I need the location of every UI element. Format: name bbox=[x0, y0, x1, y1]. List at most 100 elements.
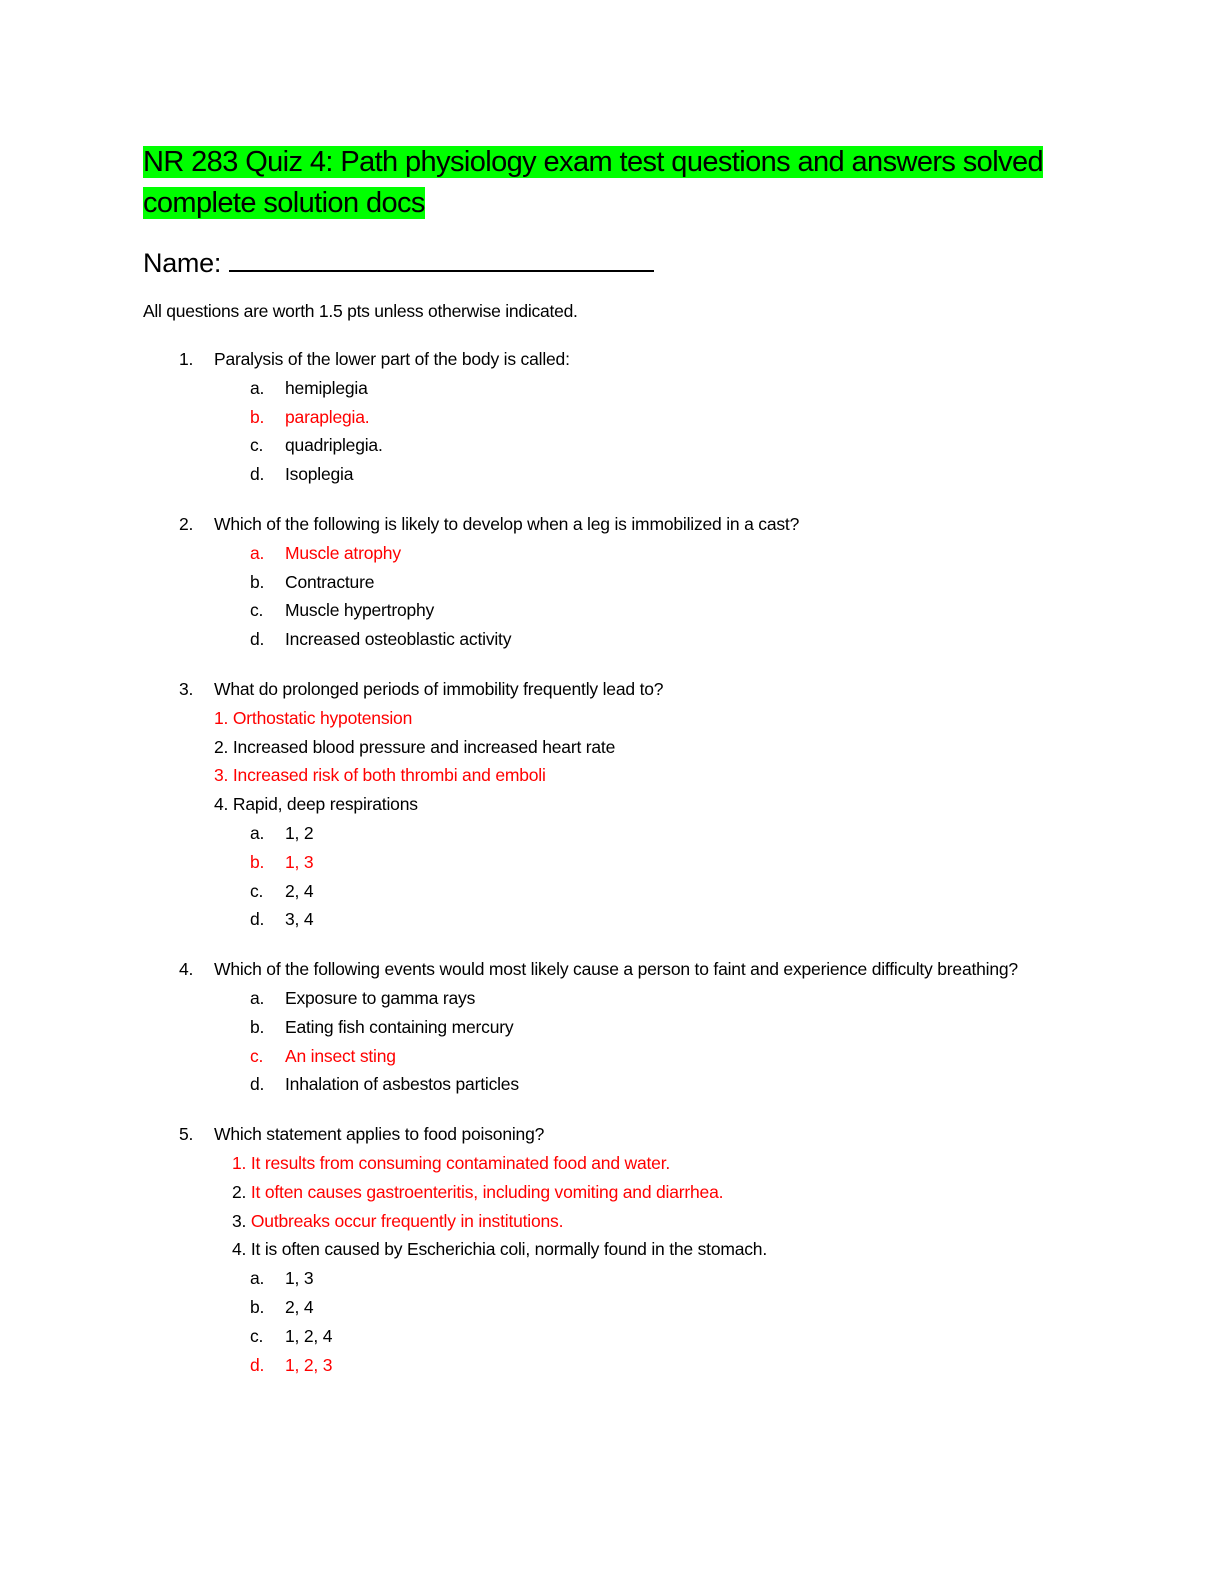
statement-text: Outbreaks occur frequently in institutio… bbox=[250, 1210, 564, 1231]
option-text: An insect sting bbox=[285, 1045, 396, 1066]
answer-option-correct: b. 1, 3 bbox=[179, 848, 1099, 877]
statement-text: It often causes gastroenteritis, includi… bbox=[250, 1181, 724, 1202]
option-text: Inhalation of asbestos particles bbox=[285, 1074, 519, 1095]
statement-text: It results from consuming contaminated f… bbox=[250, 1152, 671, 1173]
option-text: 1, 3 bbox=[285, 1268, 314, 1289]
answer-option: b. 2, 4 bbox=[179, 1293, 1099, 1322]
answer-option-correct: a. Muscle atrophy bbox=[179, 539, 1099, 568]
title-code: NR 283 bbox=[143, 146, 238, 178]
statement-number: 1. bbox=[214, 707, 229, 728]
statement-text: Increased risk of both thrombi and embol… bbox=[232, 765, 546, 786]
statement-number: 2. bbox=[232, 1181, 247, 1202]
question: 1.Paralysis of the lower part of the bod… bbox=[179, 345, 1099, 489]
option-text: 2, 4 bbox=[285, 880, 314, 901]
option-letter: d. bbox=[250, 1074, 265, 1095]
question-text: What do prolonged periods of immobility … bbox=[214, 678, 664, 699]
answer-option: d. Isoplegia bbox=[179, 460, 1099, 489]
answer-option-correct: b. paraplegia. bbox=[179, 403, 1099, 432]
question-text: Which of the following events would most… bbox=[214, 959, 1018, 980]
option-letter: c. bbox=[250, 600, 264, 621]
statement: 2. It often causes gastroenteritis, incl… bbox=[179, 1178, 1099, 1207]
question-number: 4. bbox=[179, 959, 194, 980]
option-letter: a. bbox=[250, 1268, 265, 1289]
answer-option: a. Exposure to gamma rays bbox=[179, 984, 1099, 1013]
statement-text: Increased blood pressure and increased h… bbox=[232, 736, 616, 757]
option-letter: d. bbox=[250, 629, 265, 650]
option-letter: c. bbox=[250, 1045, 264, 1066]
option-text: quadriplegia. bbox=[285, 435, 383, 456]
option-text: 3, 4 bbox=[285, 909, 314, 930]
question-number: 2. bbox=[179, 513, 194, 534]
option-text: Muscle hypertrophy bbox=[285, 600, 435, 621]
answer-option: c.2, 4 bbox=[179, 877, 1099, 906]
option-text: 1, 2, 3 bbox=[285, 1354, 333, 1375]
question-stem: 2. Which of the following is likely to de… bbox=[179, 510, 1099, 539]
option-text: paraplegia. bbox=[285, 406, 370, 427]
question-list: 1.Paralysis of the lower part of the bod… bbox=[179, 345, 1099, 1400]
question-number: 3. bbox=[179, 678, 194, 699]
option-letter: b. bbox=[250, 1016, 265, 1037]
question: 4. Which of the following events would mo… bbox=[179, 955, 1099, 1099]
answer-option: a. 1, 2 bbox=[179, 819, 1099, 848]
option-letter: b. bbox=[250, 571, 265, 592]
answer-option: c. Muscle hypertrophy bbox=[179, 596, 1099, 625]
title-text: Quiz 4: Path physiology exam test questi… bbox=[143, 146, 1044, 219]
option-text: Exposure to gamma rays bbox=[285, 987, 476, 1008]
option-text: 2, 4 bbox=[285, 1296, 314, 1317]
question-stem: 3. What do prolonged periods of immobilit… bbox=[179, 675, 1099, 704]
answer-option: d. Increased osteoblastic activity bbox=[179, 625, 1099, 654]
statement-number: 2. bbox=[214, 736, 229, 757]
question: 5.Which statement applies to food poison… bbox=[179, 1120, 1099, 1379]
option-letter: a. bbox=[250, 987, 265, 1008]
question-stem: 1.Paralysis of the lower part of the bod… bbox=[179, 345, 1099, 374]
statement: 4. It is often caused by Escherichia col… bbox=[179, 1235, 1099, 1264]
answer-option-correct: d.1, 2, 3 bbox=[179, 1351, 1099, 1380]
answer-option-correct: c. An insect sting bbox=[179, 1042, 1099, 1071]
option-letter: c. bbox=[250, 1325, 264, 1346]
statement: 1. Orthostatic hypotension bbox=[179, 704, 1099, 733]
option-letter: b. bbox=[250, 851, 265, 872]
statement: 1. It results from consuming contaminate… bbox=[179, 1149, 1099, 1178]
question: 2. Which of the following is likely to de… bbox=[179, 510, 1099, 654]
statement-text: Orthostatic hypotension bbox=[232, 707, 413, 728]
option-text: 1, 2, 4 bbox=[285, 1325, 333, 1346]
option-letter: d. bbox=[250, 909, 265, 930]
option-text: Eating fish containing mercury bbox=[285, 1016, 514, 1037]
answer-option: b. Contracture bbox=[179, 568, 1099, 597]
option-letter: d. bbox=[250, 464, 265, 485]
answer-option: d. 3, 4 bbox=[179, 905, 1099, 934]
question-number: 1. bbox=[179, 349, 194, 369]
option-text: Muscle atrophy bbox=[285, 542, 401, 563]
option-text: 1, 2 bbox=[285, 822, 314, 843]
answer-option: a. 1, 3 bbox=[179, 1264, 1099, 1293]
statement: 2. Increased blood pressure and increase… bbox=[179, 733, 1099, 762]
question-text: Which statement applies to food poisonin… bbox=[214, 1124, 545, 1145]
question: 3. What do prolonged periods of immobilit… bbox=[179, 675, 1099, 934]
question-stem: 5.Which statement applies to food poison… bbox=[179, 1120, 1099, 1149]
option-letter: b. bbox=[250, 406, 265, 427]
name-field: Name: bbox=[143, 244, 655, 279]
answer-option: b. Eating fish containing mercury bbox=[179, 1013, 1099, 1042]
option-text: Contracture bbox=[285, 571, 375, 592]
statement-number: 4. bbox=[214, 794, 229, 815]
answer-option: c.quadriplegia. bbox=[179, 431, 1099, 460]
option-text: Increased osteoblastic activity bbox=[285, 629, 512, 650]
statement: 3. Increased risk of both thrombi and em… bbox=[179, 761, 1099, 790]
option-text: 1, 3 bbox=[285, 851, 314, 872]
option-letter: a. bbox=[250, 822, 265, 843]
statement-text: It is often caused by Escherichia coli, … bbox=[250, 1239, 768, 1260]
option-letter: a. bbox=[250, 542, 265, 563]
document-title: NR 283 Quiz 4: Path physiology exam test… bbox=[143, 142, 1044, 224]
option-text: hemiplegia bbox=[285, 377, 368, 398]
answer-option: d. Inhalation of asbestos particles bbox=[179, 1070, 1099, 1099]
statement: 4. Rapid, deep respirations bbox=[179, 790, 1099, 819]
name-label: Name: bbox=[143, 248, 222, 278]
name-blank-line[interactable] bbox=[229, 244, 655, 272]
option-letter: a. bbox=[250, 377, 265, 398]
answer-option: a. hemiplegia bbox=[179, 374, 1099, 403]
statement-number: 4. bbox=[232, 1239, 247, 1260]
option-text: Isoplegia bbox=[285, 464, 354, 485]
option-letter: b. bbox=[250, 1296, 265, 1317]
question-text: Which of the following is likely to deve… bbox=[214, 513, 800, 534]
